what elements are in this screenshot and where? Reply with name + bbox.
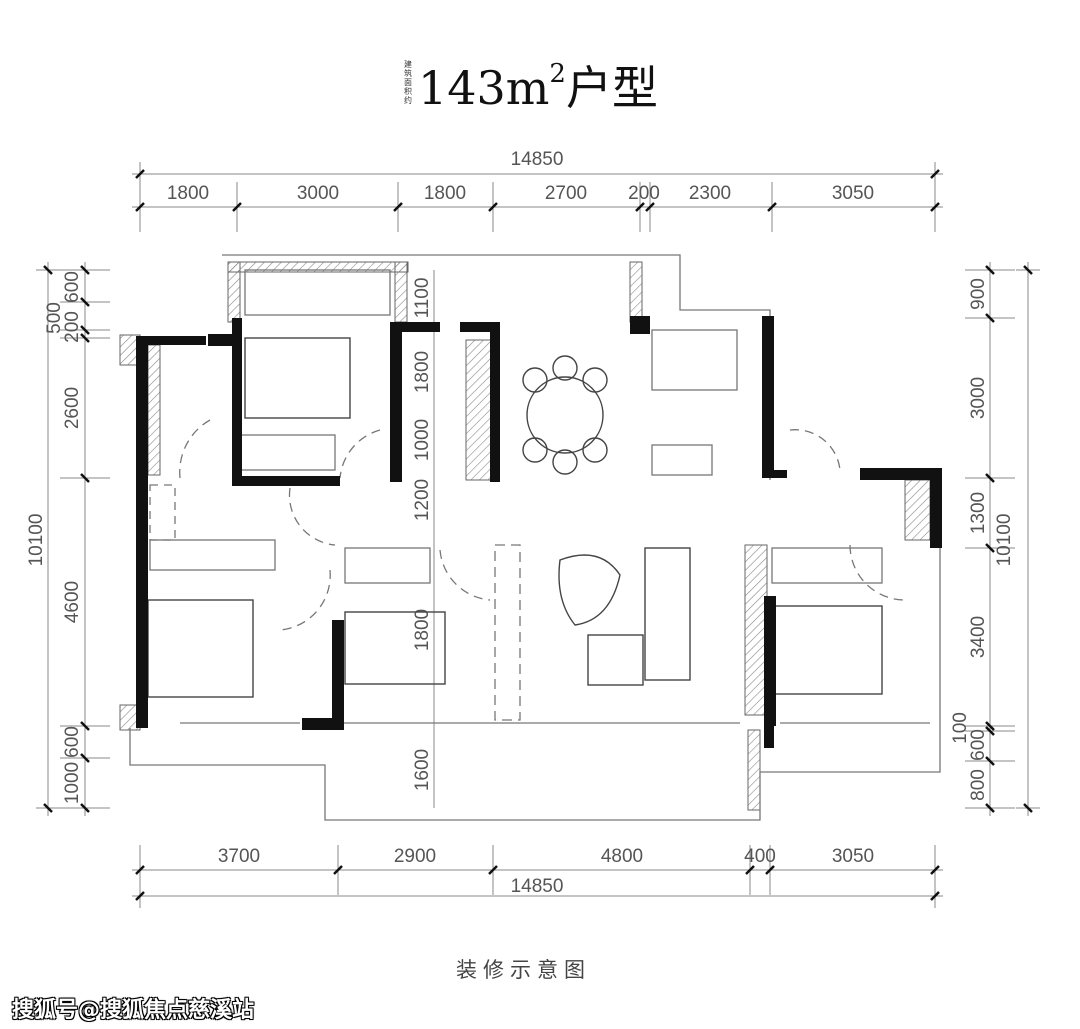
dimension-tick — [985, 756, 995, 766]
dimension-tick — [135, 865, 145, 875]
dimension-tick — [488, 202, 498, 212]
dimension-tick — [635, 202, 645, 212]
dimension-tick — [80, 265, 90, 275]
title-sup: 2 — [549, 59, 566, 89]
dim-interior: 1800 — [412, 609, 433, 651]
dim-bottom: 3700 — [218, 846, 260, 867]
dimension-tick — [1023, 265, 1033, 275]
dim-top: 1800 — [167, 183, 209, 204]
dim-top: 3000 — [297, 183, 339, 204]
dimension-tick — [80, 753, 90, 763]
dim-interior: 1000 — [412, 419, 433, 461]
dim-left: 2600 — [62, 387, 83, 429]
dim-bottom-total: 14850 — [511, 876, 564, 897]
dimension-tick — [393, 202, 403, 212]
title-area: 143m — [418, 61, 550, 115]
dim-top: 2300 — [689, 183, 731, 204]
dimension-tick — [985, 313, 995, 323]
structural-walls — [136, 316, 942, 748]
dimension-tick — [333, 865, 343, 875]
dim-top: 200 — [628, 183, 660, 204]
dimension-tick — [80, 803, 90, 813]
dim-left: 600 — [62, 726, 83, 758]
dim-left: 200 — [62, 311, 83, 343]
caption: 装修示意图 — [456, 958, 591, 982]
dimension-tick — [80, 333, 90, 343]
page-title: 143m2户型 — [418, 52, 658, 118]
dimension-tick — [43, 803, 53, 813]
dimension-tick — [135, 202, 145, 212]
door-swings — [179, 419, 906, 631]
dim-interior: 1800 — [412, 351, 433, 393]
dimension-tick — [985, 543, 995, 553]
dimension-tick — [930, 202, 940, 212]
dimension-tick — [232, 202, 242, 212]
dimension-tick — [765, 865, 775, 875]
dim-top: 3050 — [832, 183, 874, 204]
dim-interior: 1200 — [412, 479, 433, 521]
dim-right: 900 — [968, 278, 989, 310]
dim-left: 4600 — [62, 581, 83, 623]
dimension-tick — [80, 325, 90, 335]
dimension-tick — [985, 726, 995, 736]
dim-left: 500 — [44, 302, 65, 334]
dimension-tick — [80, 297, 90, 307]
dimension-tick — [80, 473, 90, 483]
title-suffix: 户型 — [565, 61, 658, 115]
dim-left: 1000 — [62, 762, 83, 804]
dim-left: 600 — [62, 271, 83, 303]
dim-bottom: 2900 — [394, 846, 436, 867]
dim-bottom: 4800 — [601, 846, 643, 867]
dim-top: 1800 — [424, 183, 466, 204]
dim-top-total: 14850 — [511, 149, 564, 170]
dim-bottom: 3050 — [832, 846, 874, 867]
living-furniture — [558, 547, 691, 686]
dimension-tick — [135, 169, 145, 179]
dimension-tick — [43, 265, 53, 275]
dim-right: 800 — [968, 769, 989, 801]
dim-bottom: 400 — [744, 846, 776, 867]
dim-right: 3400 — [968, 616, 989, 658]
dimension-tick — [767, 202, 777, 212]
dimension-tick — [930, 891, 940, 901]
dim-right: 3000 — [968, 377, 989, 419]
dimension-tick — [985, 803, 995, 813]
dim-right-total: 10100 — [994, 514, 1015, 567]
dimension-tick — [985, 265, 995, 275]
dining-table — [522, 355, 608, 475]
dimension-tick — [930, 865, 940, 875]
dimension-tick — [985, 721, 995, 731]
dim-left-total: 10100 — [26, 514, 47, 567]
dim-right: 100 — [950, 712, 971, 744]
dim-right: 1300 — [968, 492, 989, 534]
dimension-ticks — [43, 169, 1033, 901]
dimension-tick — [645, 202, 655, 212]
dimension-tick — [488, 865, 498, 875]
dimension-tick — [1023, 803, 1033, 813]
dimension-tick — [745, 865, 755, 875]
dim-right: 600 — [968, 729, 989, 761]
beds — [147, 337, 883, 698]
dimension-tick — [930, 169, 940, 179]
area-note: 建筑面积约 — [404, 60, 412, 105]
dimension-tick — [985, 473, 995, 483]
dimension-lines — [36, 162, 1040, 908]
dimension-tick — [80, 721, 90, 731]
outline-lines — [129, 254, 941, 821]
dimension-tick — [135, 891, 145, 901]
dim-interior: 1100 — [412, 278, 433, 319]
watermark: 搜狐号@搜狐焦点慈溪站 — [12, 998, 255, 1023]
dim-interior: 1600 — [412, 749, 433, 791]
dim-top: 2700 — [545, 183, 587, 204]
